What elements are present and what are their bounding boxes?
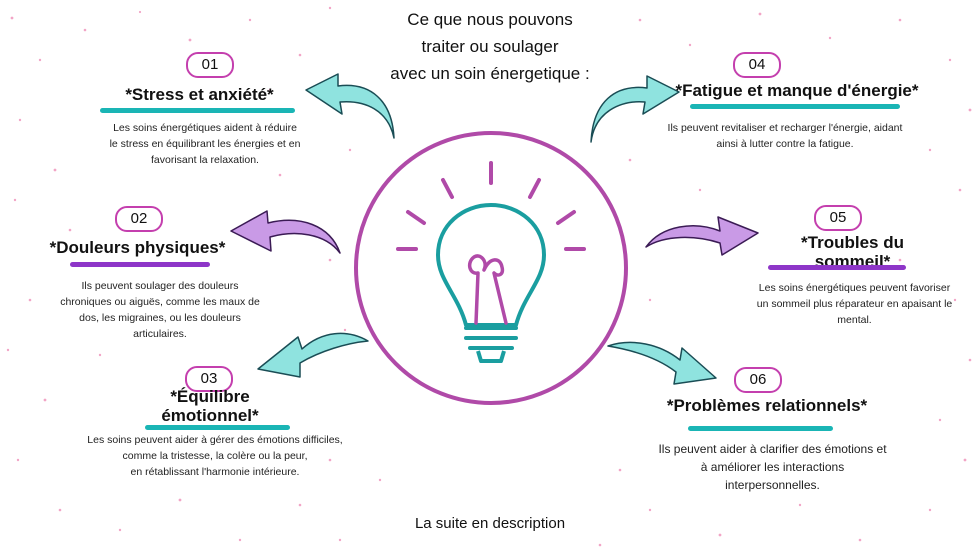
number-badge-01: 01	[186, 52, 234, 78]
arrow-icon-05	[645, 216, 759, 256]
underline-03	[145, 425, 290, 430]
arrow-icon-01	[305, 73, 395, 139]
item-title-01: *Stress et anxiété*	[125, 85, 274, 104]
item-description-06: Ils peuvent aider à clarifier des émotio…	[658, 442, 887, 492]
item-title-04: *Fatigue et manque d'énergie*	[675, 81, 919, 100]
item-description-04: Ils peuvent revitaliser et recharger l'é…	[667, 122, 903, 150]
arrow-icon-03	[257, 332, 369, 378]
title-line-3: avec un soin énergetique :	[390, 64, 590, 83]
item-description-03: Les soins peuvent aider à gérer des émot…	[87, 434, 343, 478]
item-description-05: Les soins énergétiques peuvent favoriser…	[756, 282, 953, 326]
number-badge-02: 02	[115, 206, 163, 232]
arrow-icon-04	[590, 75, 680, 143]
arrow-icon-02	[230, 210, 341, 254]
underline-06	[688, 426, 833, 431]
underline-04	[690, 104, 900, 109]
item-title-02: *Douleurs physiques*	[49, 238, 226, 257]
lightbulb-icon	[354, 131, 628, 405]
number-badge-03: 03	[185, 366, 233, 392]
number-badge-04: 04	[733, 52, 781, 78]
number-badge-06: 06	[734, 367, 782, 393]
title-line-2: traiter ou soulager	[421, 37, 559, 56]
number-badge-05: 05	[814, 205, 862, 231]
item-title-06: *Problèmes relationnels*	[666, 396, 868, 415]
underline-01	[100, 108, 295, 113]
arrow-icon-06	[607, 341, 717, 385]
page-title: Ce que nous pouvons traiter ou soulager …	[360, 6, 620, 87]
title-line-1: Ce que nous pouvons	[407, 10, 573, 29]
underline-05	[768, 265, 906, 270]
underline-02	[70, 262, 210, 267]
footer-text: La suite en description	[414, 515, 566, 532]
